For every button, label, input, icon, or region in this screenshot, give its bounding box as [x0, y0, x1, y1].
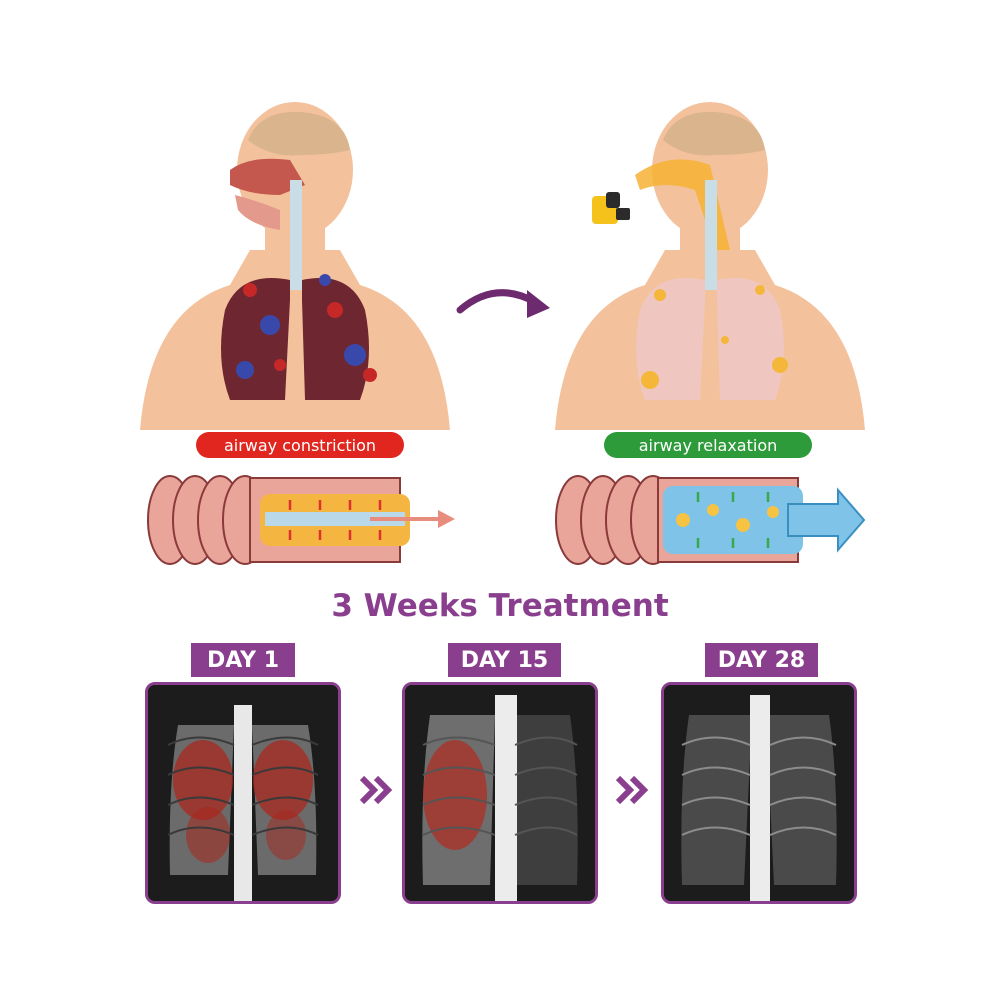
inhaler-icon: [592, 192, 630, 224]
treatment-title: 3 Weeks Treatment: [331, 588, 669, 624]
constricted-airway-diagram: [147, 475, 455, 565]
day-1-xray-image: [145, 682, 341, 904]
day-28-label: DAY 28: [705, 643, 818, 677]
airway-relaxation-label: airway relaxation: [604, 432, 812, 458]
day-15-label: DAY 15: [448, 643, 561, 677]
chevron-double-right-icon: [359, 775, 393, 805]
relaxed-body-illustration: [555, 102, 865, 430]
constricted-body-illustration: [140, 102, 450, 430]
day-1-label: DAY 1: [191, 643, 295, 677]
chevron-double-right-icon: [615, 775, 649, 805]
day-28-xray-image: [661, 682, 857, 904]
transition-arrow-icon: [456, 289, 550, 318]
day-15-xray-image: [402, 682, 598, 904]
relaxed-airway-diagram: [555, 475, 866, 565]
airway-constriction-label: airway constriction: [196, 432, 404, 458]
